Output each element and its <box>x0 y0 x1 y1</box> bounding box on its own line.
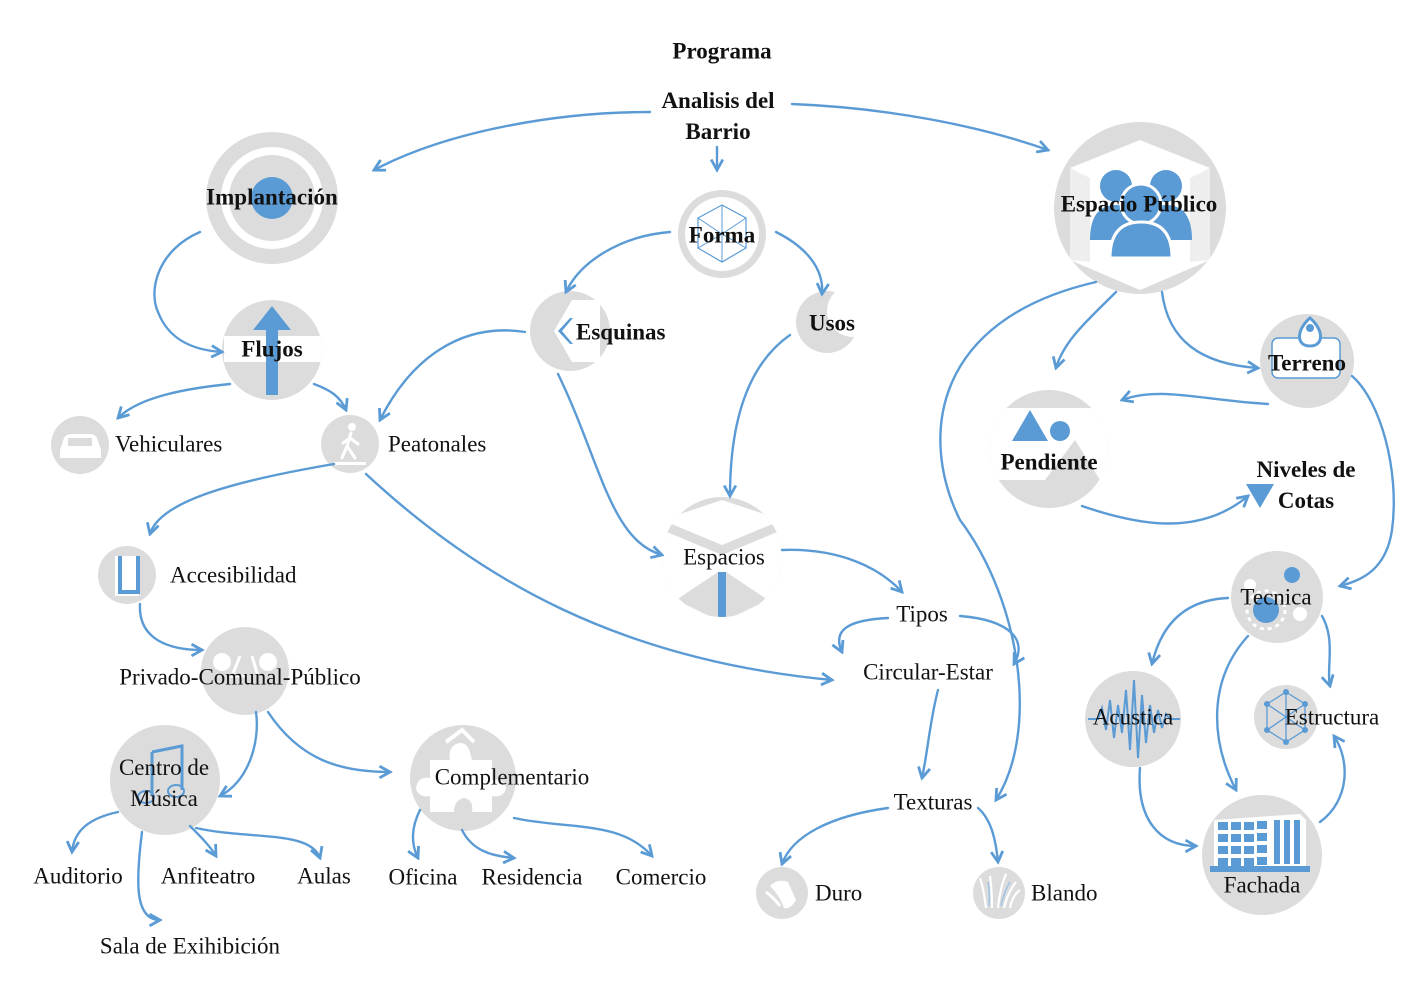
arrow-espacio-pendiente <box>1056 290 1118 368</box>
arrow-esquinas-espacios <box>556 372 662 555</box>
node-espacio-publico-label: Espacio Público <box>1060 191 1218 217</box>
grass-icon <box>973 867 1025 919</box>
puzzle-icon <box>410 725 516 831</box>
arrow-privado-complementario <box>266 710 390 772</box>
polyhedron-icon <box>678 190 766 278</box>
group-icon <box>201 627 289 715</box>
people-icon <box>1054 122 1226 294</box>
node-estructura-label: Estructura <box>1284 704 1380 730</box>
arrow-tecnica-fachada <box>1216 634 1250 790</box>
arrow-privado-centro <box>220 710 258 796</box>
node-centro-label: Centro de Música <box>118 755 210 811</box>
arrow-centro-sala <box>136 830 160 920</box>
diagram-title: Programa <box>672 38 772 64</box>
node-oficina-label: Oficina <box>388 864 458 890</box>
node-tipos-label: Tipos <box>896 601 948 627</box>
node-anfiteatro-label: Anfiteatro <box>160 863 256 889</box>
moon-icon <box>796 285 879 353</box>
rock-icon <box>756 867 808 919</box>
arrow-complementario-comercio <box>512 816 652 856</box>
node-flujos-label: Flujos <box>241 336 303 362</box>
arrow-forma-esquinas <box>566 230 672 292</box>
door-icon <box>98 546 156 604</box>
node-duro-label: Duro <box>815 880 863 906</box>
node-usos-label: Usos <box>808 310 856 336</box>
arrow-flujos-peatonales <box>312 382 346 410</box>
arrow-implantacion-flujos <box>153 230 222 352</box>
arrow-centro-auditorio <box>72 810 120 852</box>
arrow-pendiente-niveles <box>1080 496 1248 525</box>
node-texturas-label: Texturas <box>893 789 973 815</box>
node-blando-label: Blando <box>1031 880 1098 906</box>
arrow-circular-texturas <box>922 688 940 778</box>
node-analisis-label: Analisis del Barrio <box>661 88 775 144</box>
node-circular-label: Circular-Estar <box>863 659 993 685</box>
triangle-down-icon <box>1246 429 1361 541</box>
arrow-accesibilidad-privado <box>138 602 202 650</box>
node-complementario-label: Complementario <box>434 764 590 790</box>
mountain-icon <box>990 390 1108 508</box>
node-implantacion-label: Implantación <box>206 184 338 210</box>
arrow-fachada-estructura <box>1318 736 1346 824</box>
arrow-acustica-fachada <box>1138 766 1196 846</box>
node-privado-label: Privado-Comunal-Público <box>119 664 361 690</box>
node-comercio-label: Comercio <box>615 864 707 890</box>
arrow-terreno-pendiente <box>1122 394 1270 406</box>
node-niveles-label: Niveles de Cotas <box>1256 457 1356 513</box>
arrow-terreno-tecnica <box>1340 374 1395 586</box>
cube-icon <box>662 497 782 617</box>
arrow-espacio-terreno <box>1160 290 1258 368</box>
arrow-espacios-tipos <box>780 548 902 592</box>
node-pendiente-label: Pendiente <box>1000 449 1098 475</box>
arrow-forma-usos <box>774 230 822 294</box>
gears-icon <box>1231 551 1323 643</box>
arrow-texturas-duro <box>782 806 890 864</box>
arrow-up-icon <box>222 300 322 400</box>
corner-icon <box>530 291 610 371</box>
node-vehiculares-label: Vehiculares <box>115 431 223 457</box>
map-pin-icon <box>1260 314 1354 408</box>
pedestrian-icon <box>321 415 379 473</box>
arrow-tecnica-acustica <box>1152 596 1230 664</box>
arrow-tipos-circular-left <box>839 616 890 652</box>
soundwave-icon <box>1085 671 1181 767</box>
node-peatonales-label: Peatonales <box>388 431 487 457</box>
arrow-complementario-residencia <box>460 828 514 858</box>
arrow-centro-aulas <box>194 826 320 858</box>
node-auditorio-label: Auditorio <box>33 863 123 889</box>
node-residencia-label: Residencia <box>481 864 583 890</box>
arrow-centro-anfiteatro <box>188 824 216 856</box>
node-forma-label: Forma <box>688 222 756 248</box>
arrow-peatonales-circular <box>364 472 832 680</box>
arrow-esquinas-peatonales <box>380 329 527 420</box>
arrow-complementario-oficina <box>413 808 422 858</box>
arrow-analisis-espacio-publico <box>790 102 1048 150</box>
node-fachada-label: Fachada <box>1223 872 1301 898</box>
arrow-espacio-texturas <box>939 280 1098 800</box>
node-accesibilidad-label: Accesibilidad <box>170 562 297 588</box>
arrow-usos-espacios <box>730 333 792 496</box>
arrow-texturas-blando <box>976 806 998 862</box>
target-icon <box>206 132 338 264</box>
node-sala-label: Sala de Exihibición <box>99 933 281 959</box>
music-note-icon <box>110 725 220 835</box>
arrow-flujos-vehiculares <box>118 382 232 418</box>
node-tecnica-label: Tecnica <box>1240 584 1312 610</box>
node-acustica-label: Acustica <box>1092 704 1174 730</box>
node-esquinas-label: Esquinas <box>576 319 666 345</box>
arrow-analisis-implantacion <box>374 110 652 170</box>
arrow-tecnica-estructura <box>1322 614 1330 686</box>
car-icon <box>51 416 109 474</box>
building-icon <box>1202 795 1322 915</box>
arrow-peatonales-accesibilidad <box>150 462 336 534</box>
node-espacios-label: Espacios <box>683 544 765 570</box>
node-terreno-label: Terreno <box>1268 350 1346 376</box>
network-icon <box>1254 685 1318 749</box>
node-aulas-label: Aulas <box>297 863 351 889</box>
